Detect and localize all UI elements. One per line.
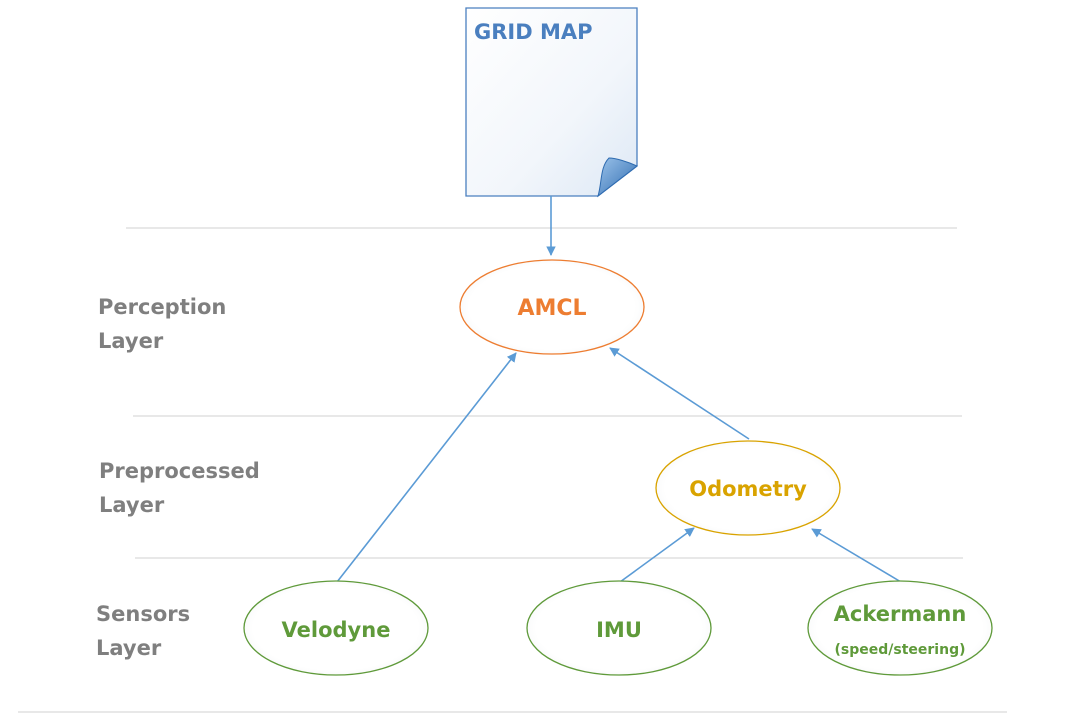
sensors-layer-label-line1: Sensors: [96, 602, 191, 626]
arrow-ackermann-to-odometry: [811, 528, 902, 583]
node-amcl: AMCL: [459, 259, 645, 355]
ackermann-sublabel: (speed/steering): [835, 642, 966, 658]
sensors-layer-label: Sensors Layer: [96, 597, 190, 665]
node-ackermann: Ackermann (speed/steering): [807, 580, 993, 676]
preprocessed-layer-label-line1: Preprocessed: [99, 459, 260, 483]
velodyne-label: Velodyne: [282, 618, 391, 642]
node-velodyne: Velodyne: [243, 580, 429, 676]
grid-map-document: GRID MAP: [465, 7, 638, 198]
imu-ellipse: [526, 580, 712, 676]
arrow-odometry-to-amcl: [609, 347, 750, 440]
preprocessed-layer-label-line2: Layer: [99, 493, 165, 517]
page-curl-icon: [597, 157, 638, 198]
arrow-imu-to-odometry: [619, 527, 695, 583]
imu-label: IMU: [596, 618, 642, 642]
odometry-label: Odometry: [689, 477, 807, 501]
arrow-velodyne-to-amcl: [336, 352, 517, 583]
node-imu: IMU: [526, 580, 712, 676]
amcl-label: AMCL: [517, 296, 586, 321]
node-odometry: Odometry: [655, 440, 841, 536]
perception-layer-label-line1: Perception: [98, 295, 227, 319]
preprocessed-layer-label: Preprocessed Layer: [99, 454, 260, 522]
velodyne-ellipse: [243, 580, 429, 676]
ackermann-label: Ackermann: [834, 602, 967, 626]
ackermann-ellipse: [807, 580, 993, 676]
sensors-layer-label-line2: Layer: [96, 636, 162, 660]
perception-layer-label-line2: Layer: [98, 329, 164, 353]
odometry-ellipse: [655, 440, 841, 536]
perception-layer-label: Perception Layer: [98, 290, 226, 358]
grid-map-label: GRID MAP: [474, 20, 593, 44]
amcl-ellipse: [459, 259, 645, 355]
